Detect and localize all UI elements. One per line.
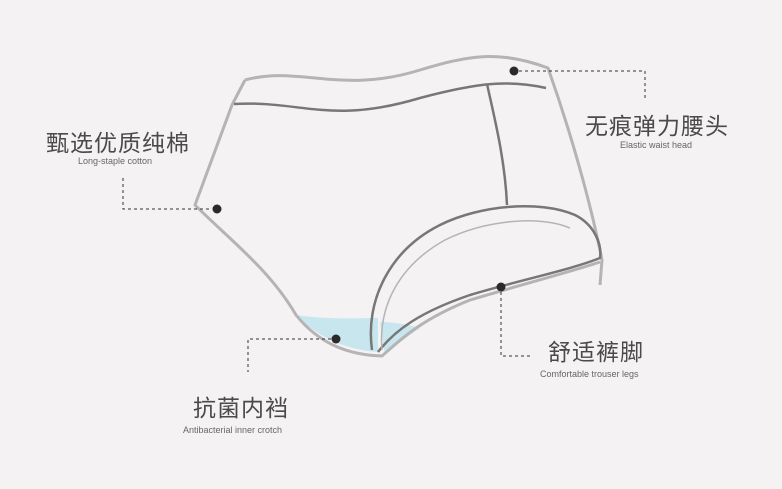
marker-cotton [212, 204, 222, 214]
leader-waist [519, 70, 646, 100]
leg-opening [369, 205, 602, 353]
feature-subtitle-crotch: Antibacterial inner crotch [183, 425, 283, 435]
leader-cotton [122, 178, 212, 210]
crotch-liner [296, 315, 420, 355]
marker-waist [509, 66, 519, 76]
feature-subtitle-legs: Comfortable trouser legs [540, 369, 639, 379]
leader-legs [500, 292, 533, 357]
garment-outline [193, 55, 604, 358]
feature-subtitle-waist: Elastic waist head [620, 140, 693, 150]
feature-title-crotch: 抗菌内裆 [193, 396, 289, 422]
feature-title-waist: 无痕弹力腰头 [585, 114, 729, 140]
feature-subtitle-cotton: Long-staple cotton [78, 156, 153, 166]
feature-title-legs: 舒适裤脚 [548, 340, 644, 366]
leader-crotch [247, 338, 331, 372]
marker-crotch [331, 334, 341, 344]
side-seam [485, 83, 509, 206]
waistband [233, 82, 547, 112]
feature-title-cotton: 甄选优质纯棉 [46, 131, 190, 157]
marker-legs [496, 282, 506, 292]
